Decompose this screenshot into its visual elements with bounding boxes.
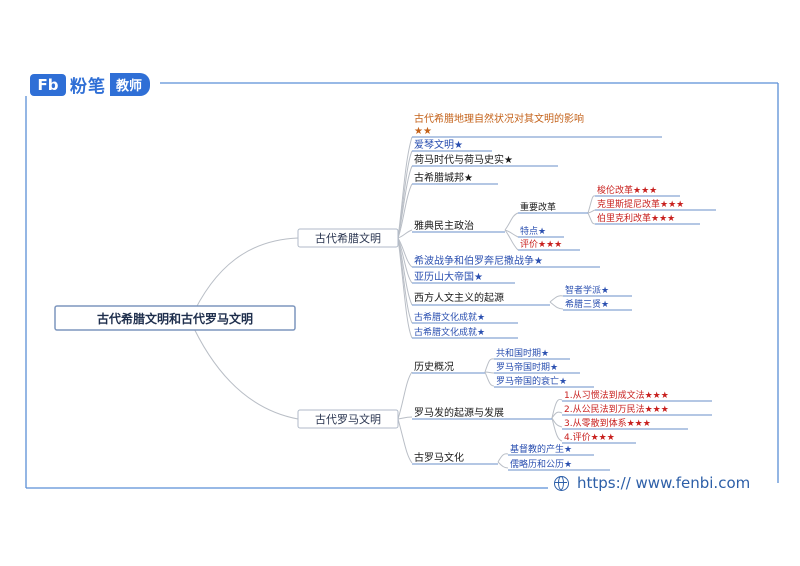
geography-stars: ★★ [414,126,432,137]
brand-name: 粉笔 [70,77,106,97]
footer-url-text: https:// www.fenbi.com [577,474,751,492]
christianity-node: 基督教的产生★ [510,443,572,455]
greece-node-label: 古代希腊文明 [315,231,381,245]
underlines [412,136,716,471]
root-node-box [54,305,296,331]
culture2-node: 古希腊文化成就★ [414,326,485,338]
homer-node: 荷马时代与荷马史实★ [414,153,513,166]
sophists-node: 智者学派★ [565,284,609,296]
brand-logo: Fb 粉笔 教师 [30,72,151,97]
law3-node: 3.从零散到体系★★★ [564,417,651,429]
rome-node-label: 古代罗马文明 [315,412,381,426]
law-node: 罗马发的起源与发展 [414,406,504,419]
rome-node-box [297,409,399,429]
root-node-label: 古代希腊文明和古代罗马文明 [97,311,253,326]
globe-icon [554,475,569,491]
features-node: 特点★ [520,225,546,237]
history-node: 历史概况 [414,360,454,373]
page-frame [25,82,779,489]
geography-node: 古代希腊地理自然状况对其文明的影响 [414,112,584,125]
brand-mark: Fb [30,73,66,96]
republic-node: 共和国时期★ [496,347,549,359]
calendar-node: 儒略历和公历★ [510,458,572,470]
empire-node: 罗马帝国时期★ [496,361,558,373]
city-states-node: 古希腊城邦★ [414,171,473,184]
aegean-node: 爱琴文明★ [414,138,463,151]
pericles-node: 伯里克利改革★★★ [597,212,675,224]
reforms-node: 重要改革 [520,201,556,213]
culture1-node: 古希腊文化成就★ [414,311,485,323]
humanism-node: 西方人文主义的起源 [414,291,504,304]
culture-node: 古罗马文化 [414,451,464,464]
democracy-node: 雅典民主政治 [414,219,474,232]
three-sages-node: 希腊三贤★ [565,298,609,310]
law1-node: 1.从习惯法到成文法★★★ [564,389,669,401]
evaluation-node: 评价★★★ [520,239,562,250]
wars-node: 希波战争和伯罗奔尼撒战争★ [414,254,543,267]
law4-node: 4.评价★★★ [564,432,615,443]
connectors [189,136,596,469]
decline-node: 罗马帝国的衰亡★ [496,375,567,387]
law2-node: 2.从公民法到万民法★★★ [564,403,669,415]
brand-tag: 教师 [110,73,151,96]
greece-node-box [297,228,399,248]
alexander-node: 亚历山大帝国★ [414,270,483,283]
footer-url[interactable]: https:// www.fenbi.com [554,474,750,492]
solon-node: 梭伦改革★★★ [597,184,657,196]
cleisthenes-node: 克里斯提尼改革★★★ [597,198,684,210]
